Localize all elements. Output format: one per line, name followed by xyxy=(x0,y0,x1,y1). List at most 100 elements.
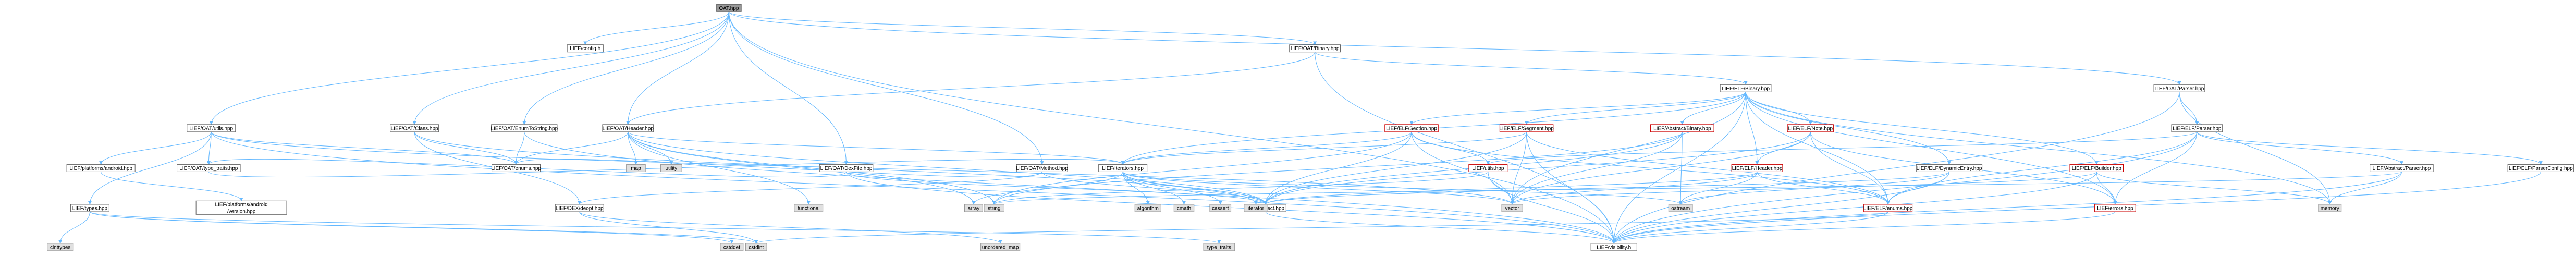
node-oatparser[interactable]: LIEF/OAT/Parser.hpp xyxy=(2153,84,2205,92)
node-box xyxy=(660,164,682,172)
node-config[interactable]: LIEF/config.h xyxy=(567,44,604,53)
node-oatdexfile[interactable]: LIEF/OAT/DexFile.hpp xyxy=(819,164,874,172)
node-memory[interactable]: memory xyxy=(2318,204,2342,212)
node-functional[interactable]: functional xyxy=(794,204,824,212)
edge-root-to-config xyxy=(583,11,729,45)
node-elfsection[interactable]: LIEF/ELF/Section.hpp xyxy=(1384,124,1439,132)
node-cstddef[interactable]: cstddef xyxy=(720,243,744,251)
node-cmath[interactable]: cmath xyxy=(1173,204,1195,212)
edge-elfdynentry-to-ostream xyxy=(1678,172,1949,205)
edge-oatheader-to-array xyxy=(628,131,976,205)
node-elfbinary[interactable]: LIEF/ELF/Binary.hpp xyxy=(1720,84,1772,92)
node-label: OAT.hpp xyxy=(719,6,739,11)
node-oatutils[interactable]: LIEF/OAT/utils.hpp xyxy=(187,124,236,132)
edge-elfsection-to-iterators xyxy=(1121,131,1412,165)
node-label: vector xyxy=(1505,205,1520,211)
node-box xyxy=(1787,124,1834,132)
edge-dexdeopt-to-unordered_map xyxy=(579,211,1002,244)
node-box xyxy=(1098,164,1148,172)
node-types[interactable]: LIEF/types.hpp xyxy=(70,204,109,212)
node-abstractparser[interactable]: LIEF/Abstract/Parser.hpp xyxy=(2370,164,2434,172)
edge-elfbuilder-to-vector xyxy=(1510,171,2097,205)
node-oattypetraits[interactable]: LIEF/OAT/type_traits.hpp xyxy=(177,164,241,172)
node-label: LIEF/Abstract/Parser.hpp xyxy=(2373,166,2431,172)
node-label: array xyxy=(967,205,979,211)
edge-object-to-visibility xyxy=(1265,211,1616,244)
node-algorithm[interactable]: algorithm xyxy=(1134,204,1161,212)
node-oatclass[interactable]: LIEF/OAT/Class.hpp xyxy=(390,124,439,132)
node-label: LIEF/ELF/Builder.hpp xyxy=(2072,166,2121,172)
node-utils[interactable]: LIEF/utils.hpp xyxy=(1468,164,1508,172)
node-box xyxy=(491,124,558,132)
node-box xyxy=(984,204,1004,212)
node-unordered_map[interactable]: unordered_map xyxy=(980,243,1021,251)
node-iterator[interactable]: iterator xyxy=(1244,204,1268,212)
node-elfenums[interactable]: LIEF/ELF/enums.hpp xyxy=(1863,204,1913,212)
node-vector[interactable]: vector xyxy=(1501,204,1523,212)
node-oatheader[interactable]: LIEF/OAT/Header.hpp xyxy=(602,124,654,132)
edge-platformsandroid-to-platformsandroidversion xyxy=(101,172,243,202)
node-elfsegment[interactable]: LIEF/ELF/Segment.hpp xyxy=(1499,124,1554,132)
node-type_traits[interactable]: type_traits xyxy=(1203,243,1235,251)
edge-elfnote-to-vector xyxy=(1510,131,1811,205)
node-box xyxy=(745,243,767,251)
edge-oatbinary-to-oatheader xyxy=(626,52,1316,125)
node-platformsandroid[interactable]: LIEF/platforms/android.hpp xyxy=(66,164,136,172)
node-elfparserconfig[interactable]: LIEF/ELF/ParserConfig.hpp xyxy=(2507,164,2574,172)
node-box xyxy=(964,204,983,212)
node-box xyxy=(1203,243,1235,251)
node-cstdint[interactable]: cstdint xyxy=(745,243,767,251)
node-elfnote[interactable]: LIEF/ELF/Note.hpp xyxy=(1787,124,1834,132)
node-oatenumtostr[interactable]: LIEF/OAT/EnumToString.hpp xyxy=(490,124,558,132)
node-label: LIEF/Abstract/Binary.hpp xyxy=(1653,126,1711,131)
node-box xyxy=(1650,124,1714,132)
node-label: LIEF/ELF/DynamicEntry.hpp xyxy=(1916,166,1982,172)
node-oatenums[interactable]: LIEF/OAT/enums.hpp xyxy=(491,164,541,172)
node-iterators[interactable]: LIEF/iterators.hpp xyxy=(1098,164,1148,172)
node-elfbuilder[interactable]: LIEF/ELF/Builder.hpp xyxy=(2069,164,2124,172)
edge-elfsegment-to-object xyxy=(1264,131,1527,205)
node-box xyxy=(720,243,744,251)
node-array[interactable]: array xyxy=(964,204,983,212)
node-box xyxy=(2318,204,2342,212)
node-label: LIEF/OAT/EnumToString.hpp xyxy=(490,126,558,131)
node-elfheader[interactable]: LIEF/ELF/Header.hpp xyxy=(1731,164,1783,172)
node-map[interactable]: map xyxy=(626,164,646,172)
node-label: LIEF/ELF/Section.hpp xyxy=(1386,126,1437,131)
edge-types-to-cinttypes xyxy=(58,211,90,244)
node-utility[interactable]: utility xyxy=(660,164,682,172)
edge-elfbinary-to-elfsegment xyxy=(1525,92,1746,125)
node-ostream[interactable]: ostream xyxy=(1668,204,1693,212)
edge-oatmethod-to-oatenums xyxy=(514,159,1042,178)
node-label: algorithm xyxy=(1137,205,1159,211)
node-dexdeopt[interactable]: LIEF/DEX/deopt.hpp xyxy=(555,204,604,212)
node-label: LIEF/platforms/android.hpp xyxy=(69,166,132,172)
node-abstractbinary[interactable]: LIEF/Abstract/Binary.hpp xyxy=(1650,124,1714,132)
node-label: LIEF/DEX/deopt.hpp xyxy=(556,205,604,211)
node-elfdynentry[interactable]: LIEF/ELF/DynamicEntry.hpp xyxy=(1916,164,1983,172)
node-box xyxy=(1590,243,1637,251)
edge-elfbinary-to-errors xyxy=(1745,92,2117,205)
edge-root-to-oatclass xyxy=(412,11,729,125)
node-root[interactable]: OAT.hpp xyxy=(716,4,742,12)
edge-oatenumtostr-to-visibility xyxy=(524,131,1616,244)
edge-root-to-oatmethod xyxy=(728,11,1044,165)
node-errors[interactable]: LIEF/errors.hpp xyxy=(2094,204,2136,212)
node-string[interactable]: string xyxy=(984,204,1004,212)
node-cassert[interactable]: cassert xyxy=(1209,204,1232,212)
node-label: LIEF/OAT/Binary.hpp xyxy=(1291,46,1340,52)
node-platformsandroidversion[interactable]: LIEF/platforms/android/version.hpp xyxy=(195,200,287,215)
node-label: LIEF/ELF/enums.hpp xyxy=(1863,205,1913,211)
node-box xyxy=(47,243,74,251)
node-label: functional xyxy=(798,205,820,211)
node-label: LIEF/iterators.hpp xyxy=(1102,166,1144,172)
node-label: LIEF/types.hpp xyxy=(72,205,108,211)
node-oatbinary[interactable]: LIEF/OAT/Binary.hpp xyxy=(1289,44,1341,53)
node-label: cstddef xyxy=(723,245,740,250)
node-box xyxy=(1289,44,1341,53)
node-cinttypes[interactable]: cinttypes xyxy=(47,243,74,251)
node-visibility[interactable]: LIEF/visibility.h xyxy=(1590,243,1637,251)
node-elfparser[interactable]: LIEF/ELF/Parser.hpp xyxy=(2171,124,2223,132)
node-oatmethod[interactable]: LIEF/OAT/Method.hpp xyxy=(1016,164,1068,172)
